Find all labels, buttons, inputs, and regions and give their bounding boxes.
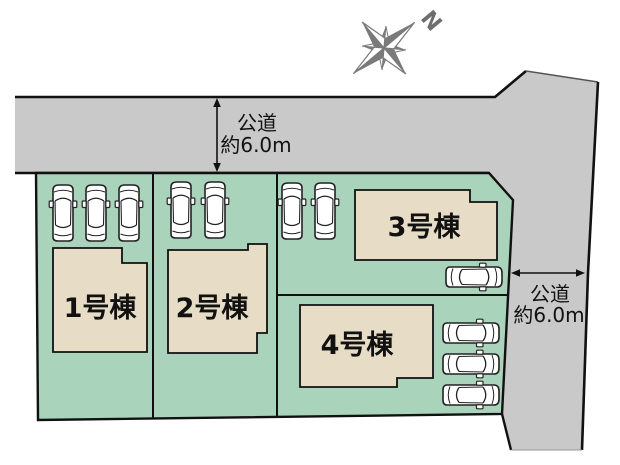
arrow-up-icon (213, 98, 221, 107)
top-road-label-line2: 約6.0m (220, 133, 291, 157)
right-road-upper-edge (525, 70, 599, 83)
car-icon (48, 184, 78, 242)
building-lot-3 (354, 189, 498, 261)
top-road-label-line1: 公道 (237, 111, 277, 135)
building-label-lot-4: 4号棟 (321, 330, 395, 361)
car-icon (442, 318, 500, 348)
arrow-left-icon (511, 269, 520, 277)
arrow-down-icon (213, 163, 221, 172)
car-icon (200, 181, 230, 239)
north-label: N (415, 6, 446, 36)
right-road-label-line1: 公道 (530, 282, 570, 306)
compass-cardinal-points (352, 21, 416, 75)
car-icon (81, 184, 111, 242)
top-road-dimension: 公道 約6.0m (213, 98, 292, 172)
right-road-dimension: 公道 約6.0m (511, 269, 585, 327)
road-surface (15, 71, 598, 450)
car-icon (442, 349, 500, 379)
buildings: 1号棟 2号棟 3号棟 4号棟 (52, 189, 498, 388)
compass-rose (352, 21, 416, 75)
car-icon (166, 181, 196, 239)
building-label-lot-1: 1号棟 (64, 293, 138, 324)
car-icon (442, 380, 500, 410)
arrow-right-icon (576, 269, 585, 277)
building-label-lot-2: 2号棟 (176, 293, 250, 324)
right-road-label-line2: 約6.0m (513, 303, 584, 327)
right-road-outer-edge (580, 81, 600, 451)
building-lot-2 (167, 243, 268, 354)
right-road-inner-edge-lower (500, 413, 513, 451)
building-lot-1 (52, 247, 148, 353)
car-icon (277, 182, 307, 240)
building-label-lot-3: 3号棟 (388, 212, 462, 243)
top-road-upper-edge (15, 70, 527, 99)
car-icon (310, 182, 340, 240)
car-icon (445, 262, 503, 292)
building-lot-4 (299, 304, 434, 388)
car-icon (114, 184, 144, 242)
